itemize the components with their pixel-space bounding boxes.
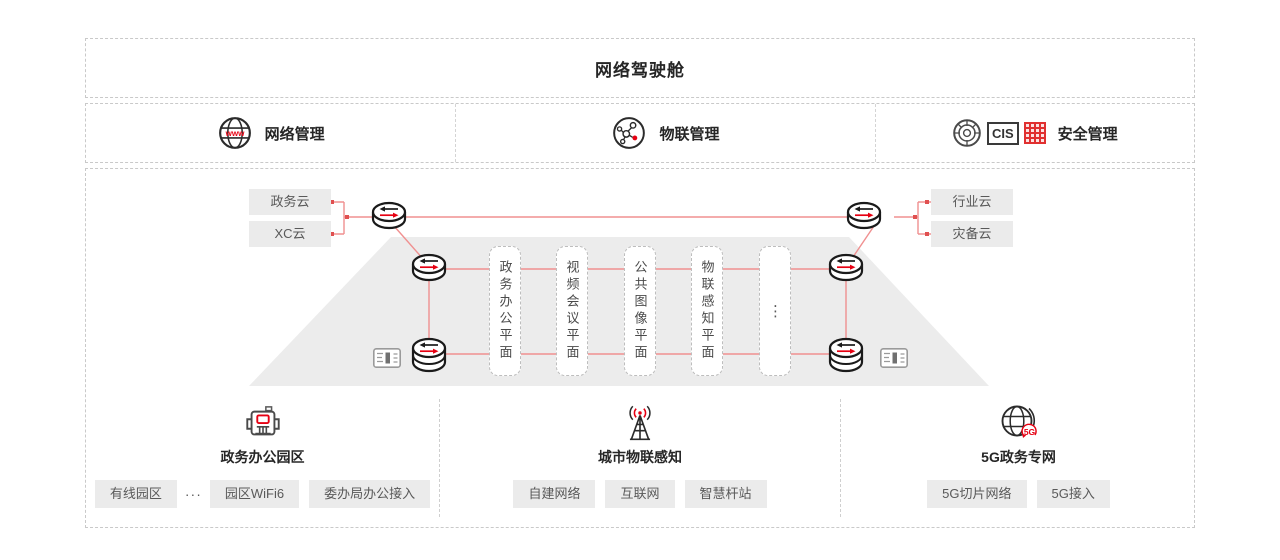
group-boxes: 自建网络 互联网 智慧杆站	[513, 480, 767, 508]
plane-label: 政务办公平面	[497, 260, 513, 362]
cockpit-title: 网络驾驶舱	[595, 60, 685, 80]
iot-management-item: 物联管理	[455, 104, 874, 162]
plane-box-iot-sensing: 物联感知平面	[691, 246, 723, 376]
aggregation-router-left	[411, 253, 447, 282]
core-router-top-left	[371, 201, 407, 230]
svg-text:5G: 5G	[1023, 427, 1035, 437]
network-topology-panel: 政务云 XC云 行业云 灾备云 政务办公平面 视频会议平面 公共图像平面 物联感…	[85, 168, 1195, 528]
plane-box-govt-office: 政务办公平面	[489, 246, 521, 376]
access-box-smart-pole: 智慧杆站	[684, 480, 767, 508]
iot-management-label: 物联管理	[659, 125, 720, 143]
access-group-city-iot: 城市物联感知 自建网络 互联网 智慧杆站	[439, 399, 840, 517]
access-box-5g-access: 5G接入	[1036, 480, 1110, 508]
5g-globe-icon: 5G	[996, 402, 1042, 444]
iot-network-icon	[613, 117, 646, 149]
network-management-item: www 网络管理	[86, 104, 455, 162]
access-box-internet: 互联网	[605, 480, 675, 508]
management-bar: www 网络管理 物联管理	[85, 103, 1195, 163]
group-title: 5G政务专网	[981, 449, 1056, 465]
link-dots	[330, 200, 929, 236]
radar-globe-icon	[953, 119, 981, 147]
group-title: 政务办公园区	[220, 449, 305, 465]
access-box-wifi6: 园区WiFi6	[209, 480, 300, 508]
cockpit-banner: 网络驾驶舱	[85, 38, 1195, 98]
www-globe-icon: www	[218, 117, 251, 149]
security-management-label: 安全管理	[1057, 125, 1118, 143]
access-group-govt-campus: 政务办公园区 有线园区 ··· 园区WiFi6 委办局办公接入	[86, 399, 439, 517]
cloud-box-xc: XC云	[249, 221, 331, 247]
plane-box-public-image: 公共图像平面	[624, 246, 656, 376]
security-management-item: CIS 安全管理	[874, 104, 1194, 162]
access-box-self-built: 自建网络	[513, 480, 596, 508]
line-card-icon-right	[879, 347, 909, 369]
plane-label: 物联感知平面	[699, 260, 715, 362]
access-box-5g-slice: 5G切片网络	[927, 480, 1027, 508]
red-grid-icon	[1023, 122, 1046, 144]
access-router-stack-right	[828, 337, 864, 373]
access-box-wired-campus: 有线园区	[94, 480, 177, 508]
plane-label: 公共图像平面	[632, 260, 648, 362]
access-box-bureau-office: 委办局办公接入	[309, 480, 431, 508]
access-router-stack-left	[411, 337, 447, 373]
access-group-5g: 5G 5G政务专网 5G切片网络 5G接入	[840, 399, 1196, 517]
aggregation-router-right	[828, 253, 864, 282]
plane-label: 视频会议平面	[564, 260, 580, 362]
cloud-box-disaster: 灾备云	[931, 221, 1013, 247]
plane-box-video-conf: 视频会议平面	[556, 246, 588, 376]
plane-ellipsis: ⋮	[766, 302, 784, 320]
group-boxes: 有线园区 ··· 园区WiFi6 委办局办公接入	[94, 480, 431, 508]
group-boxes: 5G切片网络 5G接入	[927, 480, 1110, 508]
line-card-icon-left	[372, 347, 402, 369]
group-title: 城市物联感知	[598, 449, 682, 465]
svg-text:www: www	[224, 129, 245, 138]
security-cis-icon: CIS	[952, 118, 1046, 148]
network-fabric-trapezoid	[249, 237, 989, 386]
antenna-icon	[617, 402, 663, 444]
cloud-box-industry: 行业云	[931, 189, 1013, 215]
ellipsis-separator: ···	[184, 486, 202, 502]
campus-building-icon	[242, 402, 284, 444]
cloud-box-govt: 政务云	[249, 189, 331, 215]
core-router-top-right	[846, 201, 882, 230]
network-management-label: 网络管理	[264, 125, 325, 143]
cis-badge: CIS	[986, 121, 1019, 145]
plane-box-more: ⋮	[759, 246, 791, 376]
